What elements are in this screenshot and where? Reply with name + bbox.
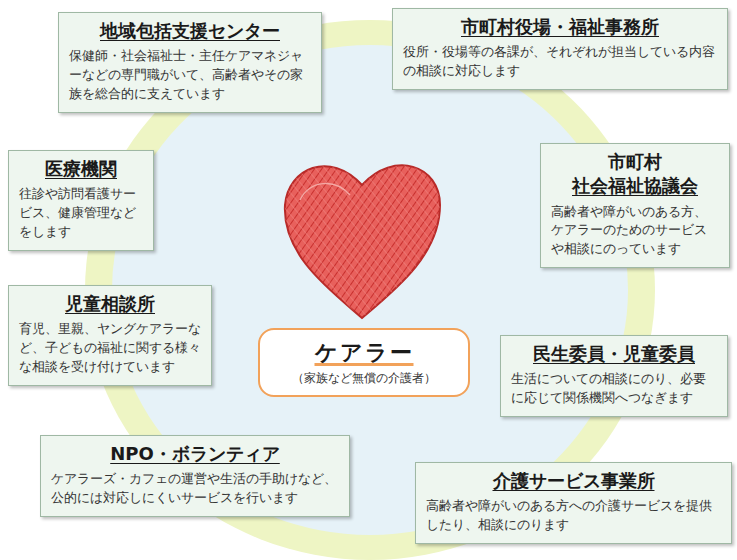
box-body: 高齢者や障がいのある方、ケアラーのためのサービスや相談にのっています bbox=[551, 203, 719, 260]
box-heading: 児童相談所 bbox=[19, 292, 201, 316]
box-heading: 介護サービス事業所 bbox=[426, 469, 721, 493]
box-heading: 市町村役場・福祉事務所 bbox=[403, 15, 717, 39]
box-body: 高齢者や障がいのある方への介護サービスを提供したり、相談にのります bbox=[426, 497, 721, 535]
heart-illustration bbox=[285, 165, 440, 318]
welfare-council-box: 市町村 社会福祉協議会高齢者や障がいのある方、ケアラーのためのサービスや相談にの… bbox=[540, 143, 730, 268]
box-body: 保健師・社会福祉士・主任ケアマネジャーなどの専門職がいて、高齢者やその家族を総合… bbox=[69, 47, 311, 104]
welfare-commissioner-box: 民生委員・児童委員生活についての相談にのり、必要に応じて関係機関へつなぎます bbox=[500, 335, 728, 417]
npo-volunteer-box: NPO・ボランティアケアラーズ・カフェの運営や生活の手助けなど、公的には対応しに… bbox=[40, 435, 350, 517]
box-body: 役所・役場等の各課が、それぞれが担当している内容の相談に対応します bbox=[403, 43, 717, 81]
box-heading: 医療機関 bbox=[19, 157, 143, 181]
box-heading: 民生委員・児童委員 bbox=[511, 342, 717, 366]
child-consultation-box: 児童相談所育児、里親、ヤングケアラーなど、子どもの福祉に関する様々な相談を受け付… bbox=[8, 285, 212, 386]
box-body: ケアラーズ・カフェの運営や生活の手助けなど、公的には対応しにくいサービスを行いま… bbox=[51, 470, 339, 508]
support-center-box: 地域包括支援センター保健師・社会福祉士・主任ケアマネジャーなどの専門職がいて、高… bbox=[58, 12, 322, 113]
box-body: 生活についての相談にのり、必要に応じて関係機関へつなぎます bbox=[511, 370, 717, 408]
care-service-box: 介護サービス事業所高齢者や障がいのある方への介護サービスを提供したり、相談にのり… bbox=[415, 462, 732, 544]
medical-box: 医療機関往診や訪問看護サービス、健康管理などをします bbox=[8, 150, 154, 251]
box-body: （家族など無償の介護者） bbox=[270, 370, 458, 387]
carer-center-box: ケアラー （家族など無償の介護者） bbox=[258, 328, 470, 397]
box-heading: ケアラー bbox=[270, 338, 458, 368]
municipal-office-box: 市町村役場・福祉事務所役所・役場等の各課が、それぞれが担当している内容の相談に対… bbox=[392, 8, 728, 90]
box-body: 育児、里親、ヤングケアラーなど、子どもの福祉に関する様々な相談を受け付けています bbox=[19, 320, 201, 377]
box-heading: 地域包括支援センター bbox=[69, 19, 311, 43]
box-body: 往診や訪問看護サービス、健康管理などをします bbox=[19, 185, 143, 242]
box-heading: 市町村 社会福祉協議会 bbox=[551, 150, 719, 199]
box-heading: NPO・ボランティア bbox=[51, 442, 339, 466]
